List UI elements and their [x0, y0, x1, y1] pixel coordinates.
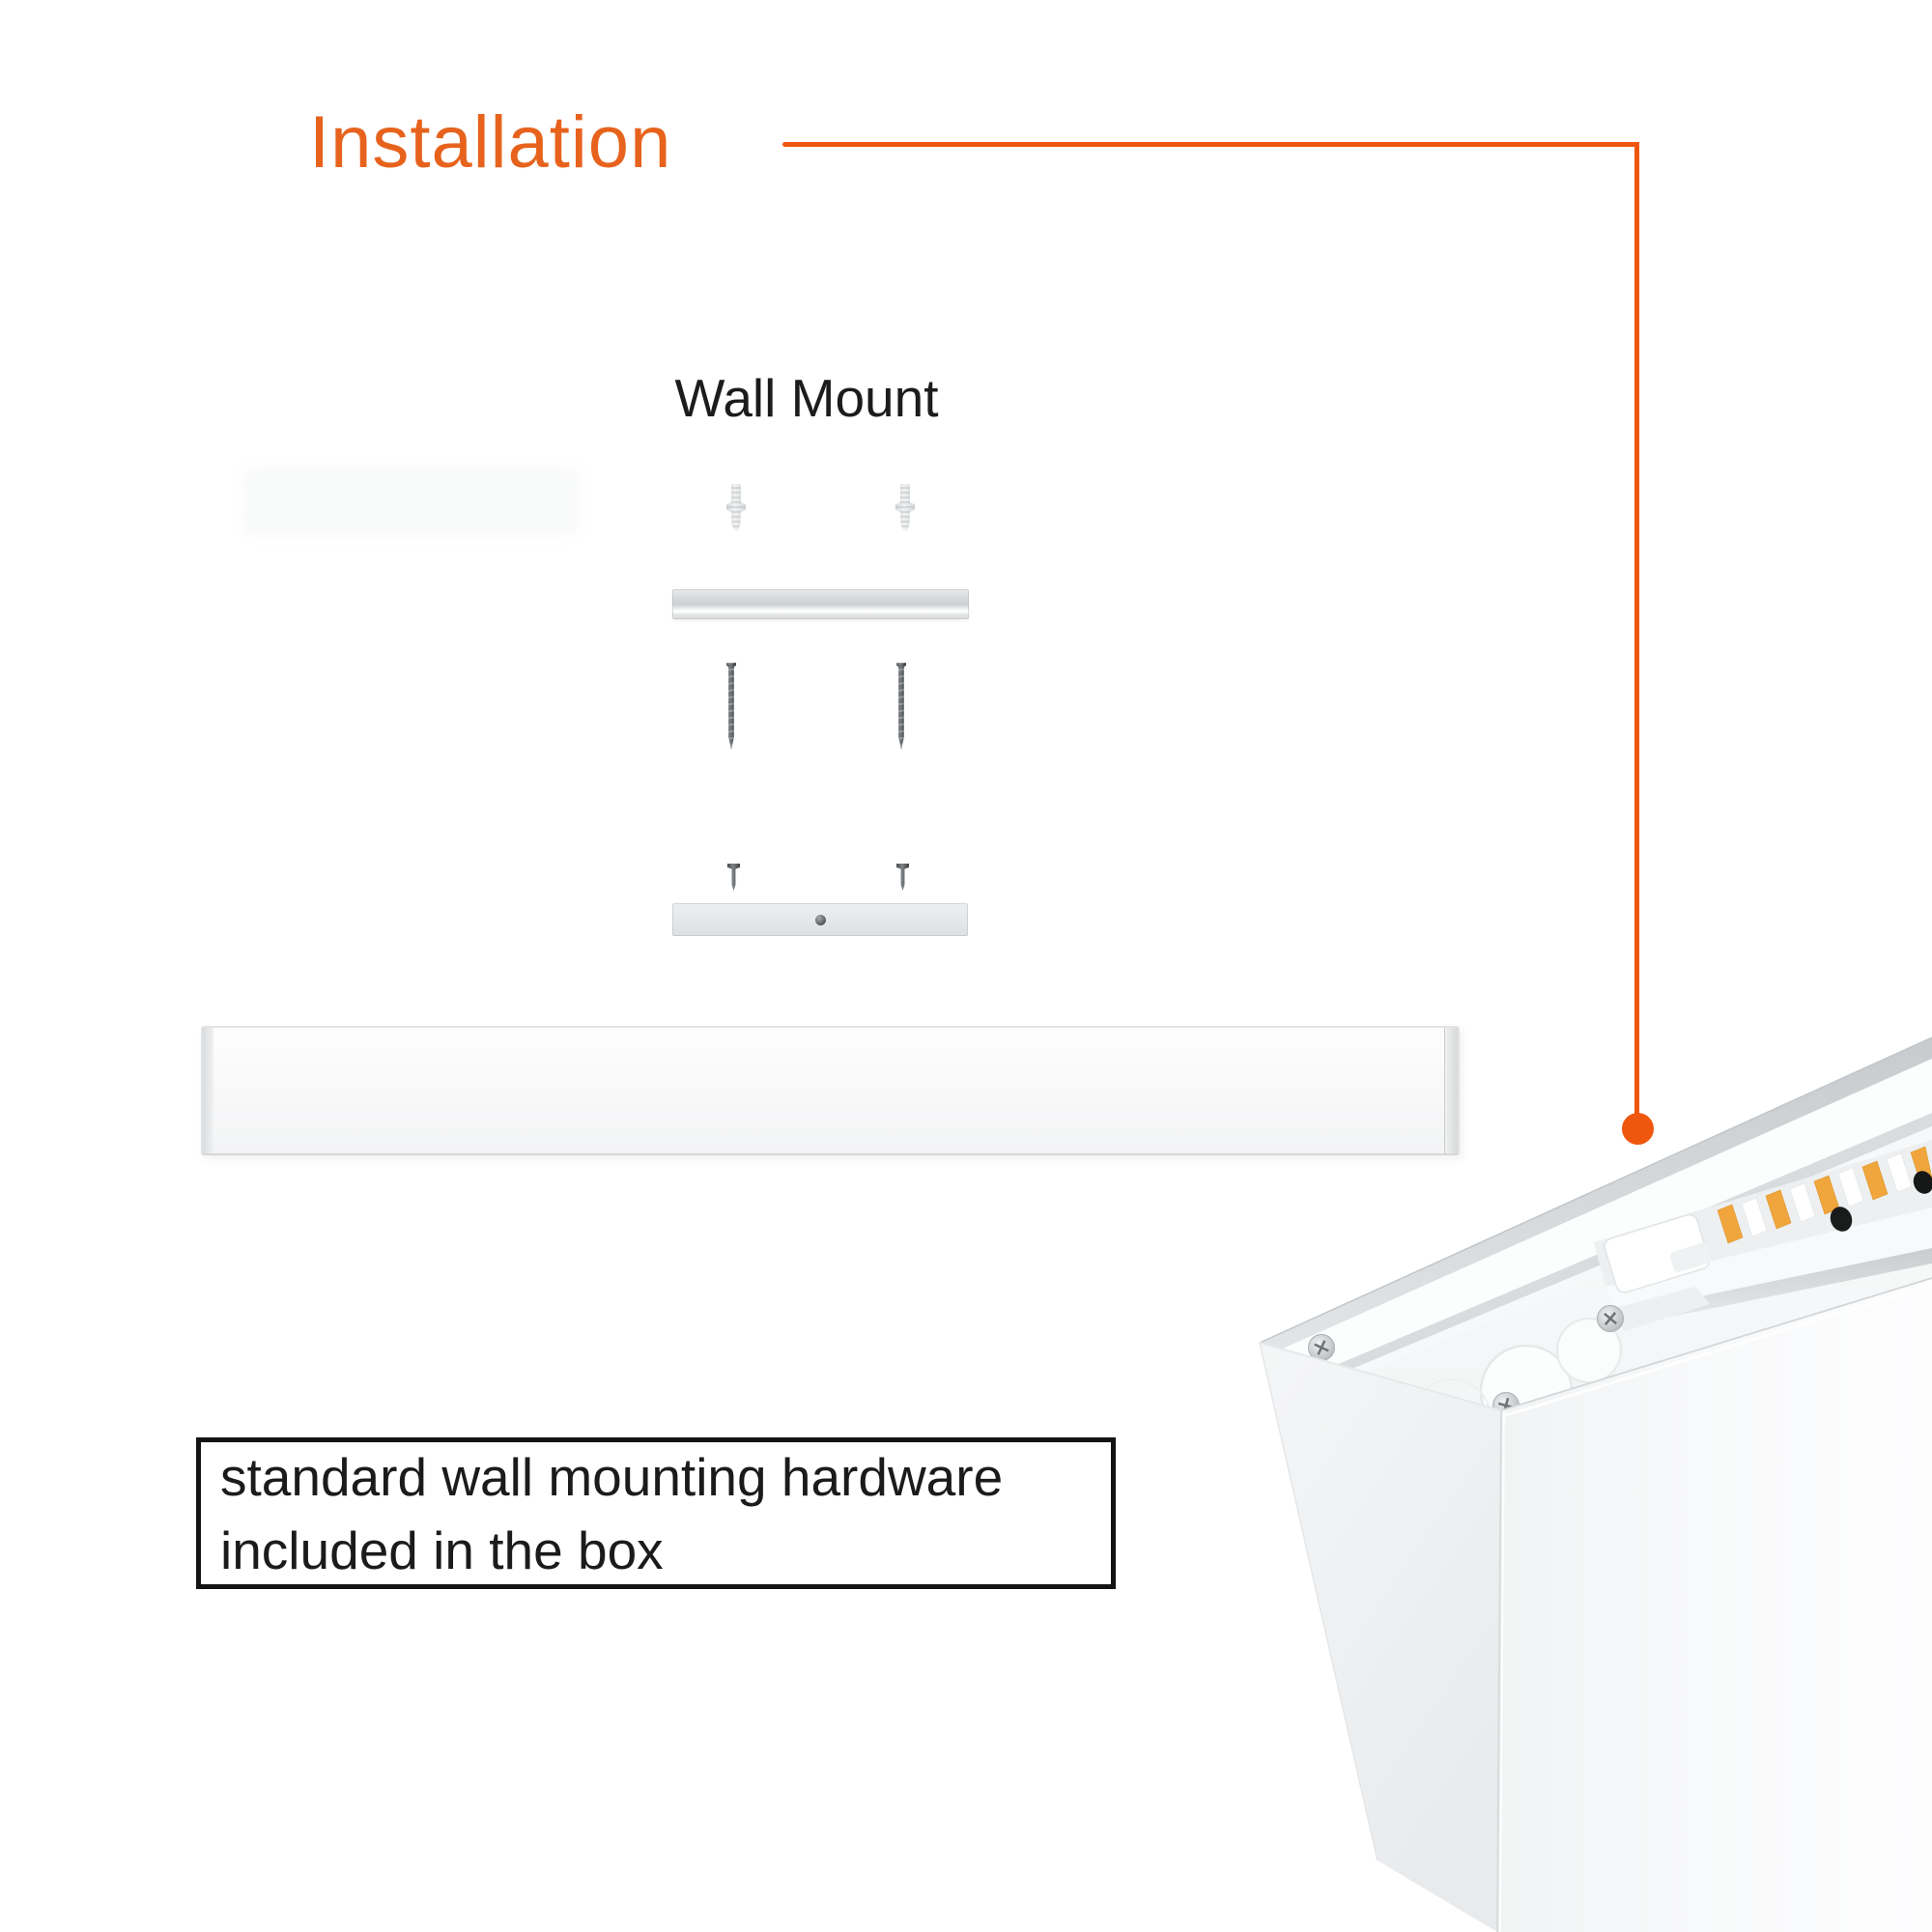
back-rail: [1260, 1037, 1932, 1350]
fixture-front-face: [1497, 1278, 1932, 1932]
strip-clip-icon: [1604, 1213, 1711, 1331]
wall-anchor-icon: [726, 484, 746, 530]
end-left-edge-line: [1259, 1342, 1378, 1861]
small-screw-icon: [896, 864, 909, 891]
connector-dot-icon: [1622, 1113, 1654, 1145]
fixture-end-face: [1260, 1343, 1501, 1932]
back-edge-line: [1259, 1037, 1932, 1344]
led-chip: [1861, 1160, 1889, 1201]
led-strip: [1717, 1146, 1932, 1244]
led-chip: [1717, 1204, 1744, 1244]
screw-icon: [1308, 1334, 1335, 1361]
knockout-circle: [1555, 1317, 1623, 1384]
led-chip: [1789, 1182, 1816, 1223]
wall-anchor-icon: [895, 484, 915, 530]
note-line-1: standard wall mounting hardware: [220, 1446, 1004, 1507]
watermark-blob: [243, 468, 580, 535]
long-screw-icon: [726, 663, 736, 750]
hardware-note-box: standard wall mounting hardware included…: [196, 1437, 1116, 1589]
connector-line-vertical: [1634, 142, 1639, 1116]
led-fixture-render: [1259, 1037, 1932, 1932]
mounting-plate-icon: [672, 903, 968, 936]
long-screw-icon: [896, 663, 906, 750]
led-chip: [1765, 1189, 1792, 1230]
note-line-2: included in the box: [220, 1520, 664, 1580]
led-chip: [1886, 1152, 1913, 1193]
linear-light-bar-icon: [201, 1026, 1460, 1155]
wall-mount-heading: Wall Mount: [674, 368, 939, 428]
corner-seam-highlight: [1499, 1409, 1505, 1932]
screw-icon: [1597, 1305, 1624, 1332]
front-top-highlight: [1502, 1283, 1932, 1418]
diffuser-band: [1281, 1059, 1932, 1366]
dark-screw-icon: [1830, 1207, 1853, 1232]
mounting-bracket-icon: [672, 589, 969, 619]
end-rim-line: [1259, 1342, 1502, 1411]
led-chip: [1837, 1167, 1864, 1208]
clip-shadow: [1608, 1287, 1710, 1331]
front-top-crease: [1500, 1277, 1932, 1411]
corner-seam-line: [1496, 1409, 1502, 1932]
led-chip: [1741, 1197, 1768, 1237]
fixture-top-surface: [1260, 1037, 1932, 1459]
dark-screw-icon: [1913, 1171, 1932, 1194]
channel-wall: [1605, 1208, 1932, 1314]
small-screw-icon: [727, 864, 740, 891]
connector-line-horizontal: [782, 142, 1638, 147]
page-title: Installation: [309, 101, 672, 184]
